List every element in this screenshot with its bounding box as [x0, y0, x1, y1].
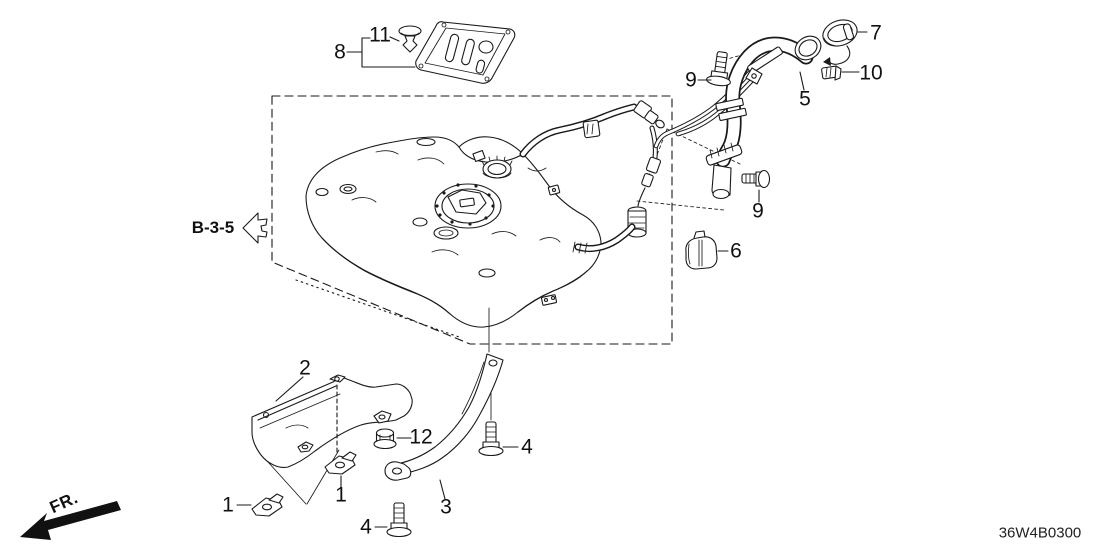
nut-part-12 [373, 428, 397, 450]
tank-cover-part-8 [415, 21, 516, 84]
service-boundary [271, 95, 673, 345]
tank-upper-hose [519, 100, 665, 158]
tank-strap-part-3 [384, 307, 504, 481]
clip-part-1-left [251, 493, 284, 517]
pipe-holder-part-6 [685, 230, 718, 270]
callout-leader-lines [236, 31, 868, 528]
clip-part-1-middle [324, 451, 357, 475]
callout-part-9-upper[interactable]: 9 [685, 68, 697, 92]
fuel-tank [305, 100, 665, 328]
callout-part-4-right[interactable]: 4 [521, 435, 533, 459]
fr-direction-arrow [20, 501, 121, 540]
fuel-pump-flange [433, 183, 502, 240]
callout-part-7[interactable]: 7 [870, 21, 882, 45]
section-reference-label[interactable]: B-3-5 [191, 218, 235, 237]
section-ref-arrow [242, 212, 268, 244]
bolt-part-9-lower [741, 169, 771, 189]
heat-shield-part-2 [251, 374, 413, 505]
callout-part-1-left[interactable]: 1 [222, 493, 234, 517]
fuel-cap-part-7 [822, 19, 858, 66]
callout-part-5[interactable]: 5 [799, 87, 811, 111]
tank-filler-ring [472, 149, 513, 179]
bolt-part-9-upper [706, 51, 731, 87]
diagram-code: 36W4B0300 [998, 524, 1082, 542]
callout-part-10[interactable]: 10 [859, 61, 883, 85]
push-clip-part-11 [398, 25, 422, 53]
callout-part-6[interactable]: 6 [730, 239, 742, 263]
callout-part-2[interactable]: 2 [299, 356, 311, 380]
callout-part-3[interactable]: 3 [440, 495, 452, 519]
callout-part-11[interactable]: 11 [369, 23, 391, 47]
callout-part-4-bottom[interactable]: 4 [360, 515, 372, 539]
filler-pipe [653, 35, 822, 200]
callout-part-8[interactable]: 8 [334, 40, 346, 64]
clip-part-10 [821, 65, 842, 81]
callout-part-1-middle[interactable]: 1 [335, 483, 347, 507]
bolt-part-4-right [478, 421, 504, 457]
callout-part-9-lower[interactable]: 9 [752, 199, 764, 223]
callout-part-12[interactable]: 12 [409, 425, 433, 449]
bolt-part-4-bottom [386, 502, 412, 538]
